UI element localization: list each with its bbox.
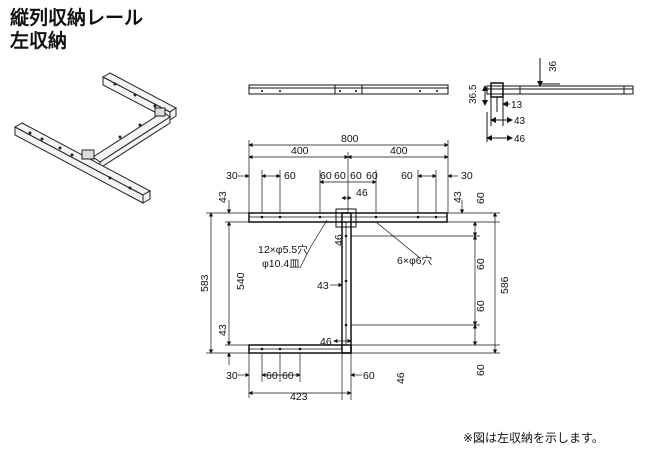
dim-586: 586 bbox=[499, 276, 511, 294]
dim-30-right: 30 bbox=[461, 170, 473, 182]
dim-60-b: 60 bbox=[320, 170, 332, 182]
dim-30-left: 30 bbox=[226, 170, 238, 182]
dim-60-right-3: 60 bbox=[475, 300, 487, 312]
dim-side-46: 46 bbox=[514, 134, 526, 145]
dim-60-f: 60 bbox=[401, 170, 413, 182]
isometric-rail-illustration bbox=[13, 72, 177, 204]
dim-540: 540 bbox=[235, 272, 247, 290]
dim-60-bottom-b: 60 bbox=[282, 370, 294, 382]
plan-view-rail bbox=[248, 208, 448, 354]
dim-60-e: 60 bbox=[366, 170, 378, 182]
plan-dimension-labels: 800 400 400 30 60 60 60 60 60 60 30 46 4… bbox=[199, 133, 511, 403]
side-view bbox=[482, 58, 634, 142]
dim-43-left-top: 43 bbox=[217, 191, 229, 203]
dim-60-right-1: 60 bbox=[475, 192, 487, 204]
dim-60-bottom-a: 60 bbox=[266, 370, 278, 382]
dim-423: 423 bbox=[290, 391, 308, 403]
dim-583: 583 bbox=[199, 274, 211, 292]
hole-callout-12: 12×φ5.5穴 bbox=[258, 243, 308, 256]
dim-43-middle: 43 bbox=[317, 280, 329, 292]
dim-side-36: 36 bbox=[548, 60, 559, 72]
dim-43-right-top: 43 bbox=[452, 191, 464, 203]
dim-43-left-bottom: 43 bbox=[217, 324, 229, 336]
title-line-2: 左収納 bbox=[10, 30, 68, 52]
dim-side-43: 43 bbox=[514, 116, 526, 127]
hole-callout-6: 6×φ6穴 bbox=[397, 254, 433, 267]
dim-30-bottom: 30 bbox=[226, 370, 238, 382]
footnote: ※図は左収納を示します。 bbox=[463, 431, 604, 445]
title-line-1: 縦列収納レール bbox=[10, 7, 144, 29]
dim-46-top: 46 bbox=[356, 187, 368, 199]
dim-60-right-2: 60 bbox=[475, 258, 487, 270]
dim-46-vertical: 46 bbox=[333, 234, 345, 246]
top-elevation-view bbox=[248, 84, 449, 95]
dim-60-a: 60 bbox=[284, 170, 296, 182]
plan-dimension-lines bbox=[206, 140, 500, 400]
dim-800: 800 bbox=[341, 133, 359, 145]
dim-60-d: 60 bbox=[350, 170, 362, 182]
dim-400-right: 400 bbox=[390, 145, 408, 157]
dim-46-bottom: 46 bbox=[320, 336, 332, 348]
dim-46-bottom-vertical: 46 bbox=[395, 372, 407, 384]
dim-60-bottom-c: 60 bbox=[363, 370, 375, 382]
dim-400-left: 400 bbox=[291, 145, 309, 157]
dim-60-c: 60 bbox=[334, 170, 346, 182]
hole-callout-countersink: φ10.4皿 bbox=[262, 258, 300, 270]
dim-60-right-4: 60 bbox=[475, 364, 487, 376]
dim-side-13: 13 bbox=[511, 100, 523, 111]
dim-side-36-5: 36.5 bbox=[468, 84, 479, 104]
